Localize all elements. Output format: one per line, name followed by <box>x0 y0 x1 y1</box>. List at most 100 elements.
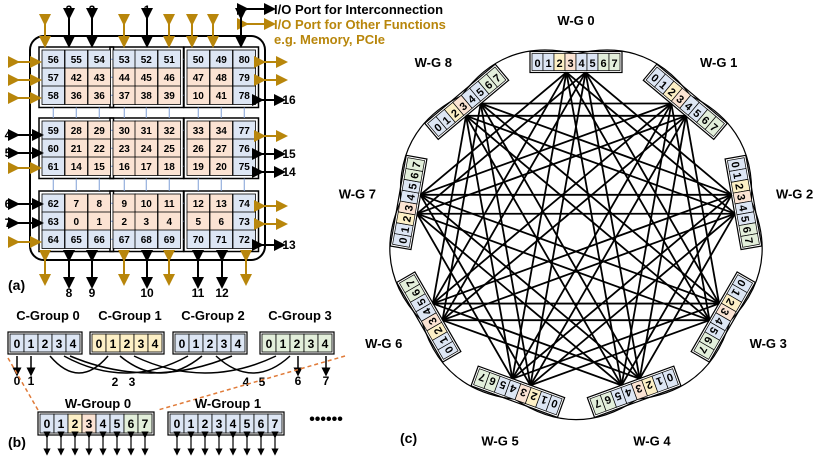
chip-node-label: 9 <box>121 199 127 210</box>
c-group-cell-label: 0 <box>14 337 21 351</box>
w-group-bar-cell-label: 0 <box>397 237 410 245</box>
chip-node-label: 42 <box>71 73 83 84</box>
global-link <box>584 71 720 304</box>
global-link <box>480 102 732 196</box>
chip-node-label: 27 <box>216 144 228 155</box>
global-link <box>530 319 710 387</box>
global-link <box>432 302 640 380</box>
c-group-link <box>63 355 189 374</box>
ellipsis: •••••• <box>309 411 343 428</box>
chip-node <box>157 85 181 105</box>
w-group-bar-cell-label: 5 <box>707 325 720 336</box>
chip-node-label: 75 <box>239 162 251 173</box>
w-group-bar-cell-label: 0 <box>550 396 560 409</box>
w-group-label: W-G 4 <box>633 434 671 449</box>
w-group-bar-cell-label: 1 <box>730 172 743 180</box>
c-group-cell-label: 2 <box>294 337 301 351</box>
w-group-bar-cell-label: 6 <box>409 172 422 180</box>
w-group-cell-label: 5 <box>244 417 251 431</box>
chip-node <box>87 85 111 105</box>
global-link <box>442 319 622 387</box>
chip-node-label: 31 <box>141 126 153 137</box>
w-group-bar-cell-label: 5 <box>613 389 623 402</box>
w-group-bar-cell-label: 5 <box>589 58 595 70</box>
w-group-bar-cell-label: 5 <box>498 378 508 391</box>
global-link <box>480 102 720 305</box>
c-group-cell-label: 4 <box>152 337 159 351</box>
w-group-label: W-G 7 <box>339 186 376 201</box>
w-group-cell-label: 5 <box>114 417 121 431</box>
w-group-bar-frame <box>690 271 757 363</box>
chip-node-label: 53 <box>119 55 131 66</box>
chip-node-label: 26 <box>193 144 205 155</box>
c-group-cell <box>65 333 81 353</box>
w-group-cell-label: 1 <box>188 417 195 431</box>
left-port-label: 4 <box>5 128 12 142</box>
c-group-link <box>215 355 291 374</box>
c-group-cell-label: 3 <box>308 337 315 351</box>
global-link <box>585 71 733 196</box>
w-group-bar-cell-label: 0 <box>665 370 675 383</box>
chip-node-label: 14 <box>71 162 83 173</box>
chip-node-label: 15 <box>94 162 106 173</box>
w-group-bar-cell-label: 3 <box>718 306 731 317</box>
chip-node-label: 29 <box>94 126 106 137</box>
chip-node <box>41 229 65 249</box>
network-boundary <box>389 49 763 421</box>
w-group-label: W-G 6 <box>365 336 402 351</box>
global-link <box>441 103 482 321</box>
chip-node-label: 61 <box>48 162 60 173</box>
chip-node-label: 7 <box>73 199 79 210</box>
chip-node-label: 8 <box>96 199 102 210</box>
w-group-cell-label: 4 <box>230 417 237 431</box>
chip-node-label: 80 <box>239 55 251 66</box>
w-group-bar-cell-label: 2 <box>723 296 736 307</box>
w-group-bar-cell-label: 3 <box>567 58 573 70</box>
chip-node-label: 36 <box>94 91 106 102</box>
c-group-cell-label: 2 <box>42 337 49 351</box>
chip-node <box>134 229 158 249</box>
chip-node <box>209 85 233 105</box>
c-group-port-label: 2 <box>112 375 119 389</box>
chip-node-label: 32 <box>164 126 176 137</box>
chip-node-label: 79 <box>239 73 251 84</box>
right-port-label: 14 <box>282 165 296 179</box>
w-group-bar-cell-label: 4 <box>623 385 634 399</box>
chip-node-label: 34 <box>216 126 228 137</box>
chip-node-label: 54 <box>94 55 106 66</box>
chip-node-label: 50 <box>193 55 205 66</box>
global-link <box>685 115 720 304</box>
w-group-bar-cell-label: 1 <box>729 287 742 298</box>
chip-node <box>41 156 65 176</box>
global-link <box>512 302 720 380</box>
w-group-cell-label: 2 <box>72 417 79 431</box>
w-group-bar-cell-label: 7 <box>611 58 617 70</box>
chip-node-label: 56 <box>48 55 60 66</box>
c-group-link <box>49 355 109 374</box>
chip-node <box>87 156 111 176</box>
chip-node-label: 17 <box>141 162 153 173</box>
w-group-bar-frame <box>389 154 428 251</box>
global-link <box>638 115 687 379</box>
chip-node-label: 78 <box>239 91 251 102</box>
w-group-bar-cell-label: 6 <box>488 374 498 387</box>
w-group-bar-cell-label: 1 <box>438 334 451 345</box>
c-group-cell-label: 0 <box>179 337 186 351</box>
w-group-bar-cell-label: 1 <box>545 58 551 70</box>
global-link <box>465 115 623 386</box>
w-group-box <box>37 411 155 436</box>
global-link <box>432 71 568 304</box>
c-group-link <box>69 355 233 374</box>
c-group-cell-label: 4 <box>235 337 242 351</box>
chip-node-label: 0 <box>73 217 79 228</box>
w-group-bar-cell-label: 2 <box>644 378 654 391</box>
chip-node-label: 76 <box>239 144 251 155</box>
top-port-label: 2 <box>89 3 96 17</box>
w-group-cell-label: 7 <box>142 417 149 431</box>
global-link <box>432 115 467 304</box>
chip-node-label: 25 <box>164 144 176 155</box>
